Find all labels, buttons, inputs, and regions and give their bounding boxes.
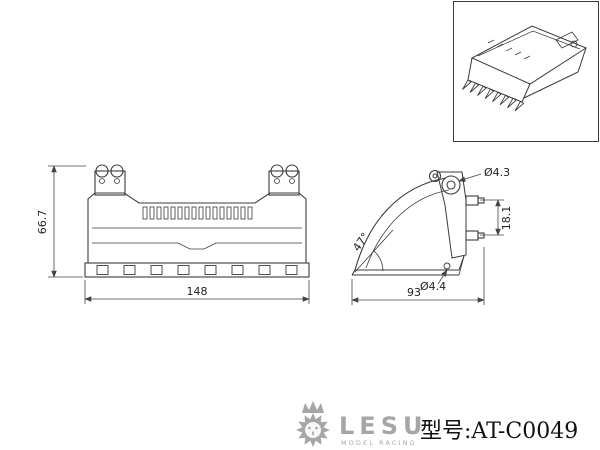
dim-side-depth: 93: [407, 286, 421, 299]
front-vent-slots: [142, 206, 253, 220]
bucket-3d-hinge: [555, 31, 579, 49]
dim-front-width: 148: [187, 285, 208, 298]
brand-subtitle-text: MODEL RACING: [341, 439, 417, 447]
bucket-3d-right-face: [523, 47, 587, 99]
bucket-3d-front-face: [467, 57, 531, 103]
dimension-lines: [48, 165, 504, 305]
model-number-text: 型号:AT-C0049: [420, 419, 578, 444]
bucket-3d-inner-rim: [477, 30, 581, 57]
dim-pin-offset: 18.1: [500, 206, 513, 231]
dimension-labels: 66.7 148 Ø4.3 18.1 47° Ø4.4 93: [36, 166, 513, 299]
dim-pin-diameter: Ø4.3: [484, 166, 510, 179]
lion-crown-logo-icon: [296, 401, 330, 447]
bucket-3d-slots: [487, 39, 531, 60]
inset-3d-view: [453, 1, 599, 142]
front-view: [84, 164, 310, 278]
bucket-3d-opening: [470, 25, 588, 85]
dim-blade-angle: 47°: [350, 230, 372, 253]
dim-front-height: 66.7: [36, 210, 49, 235]
inset-border: [453, 1, 599, 142]
dim-hole-diameter: Ø4.4: [420, 280, 446, 293]
brand-lesu-text: LESU: [339, 412, 427, 440]
front-bolt-blocks: [96, 265, 298, 275]
side-view: [351, 169, 485, 276]
footer-branding: LESU MODEL RACING 型号:AT-C0049: [296, 401, 578, 447]
front-blade-strip: [84, 262, 310, 278]
bucket-3d-teeth: [462, 79, 525, 112]
bucket-3d-hinge-pin: [570, 40, 578, 48]
